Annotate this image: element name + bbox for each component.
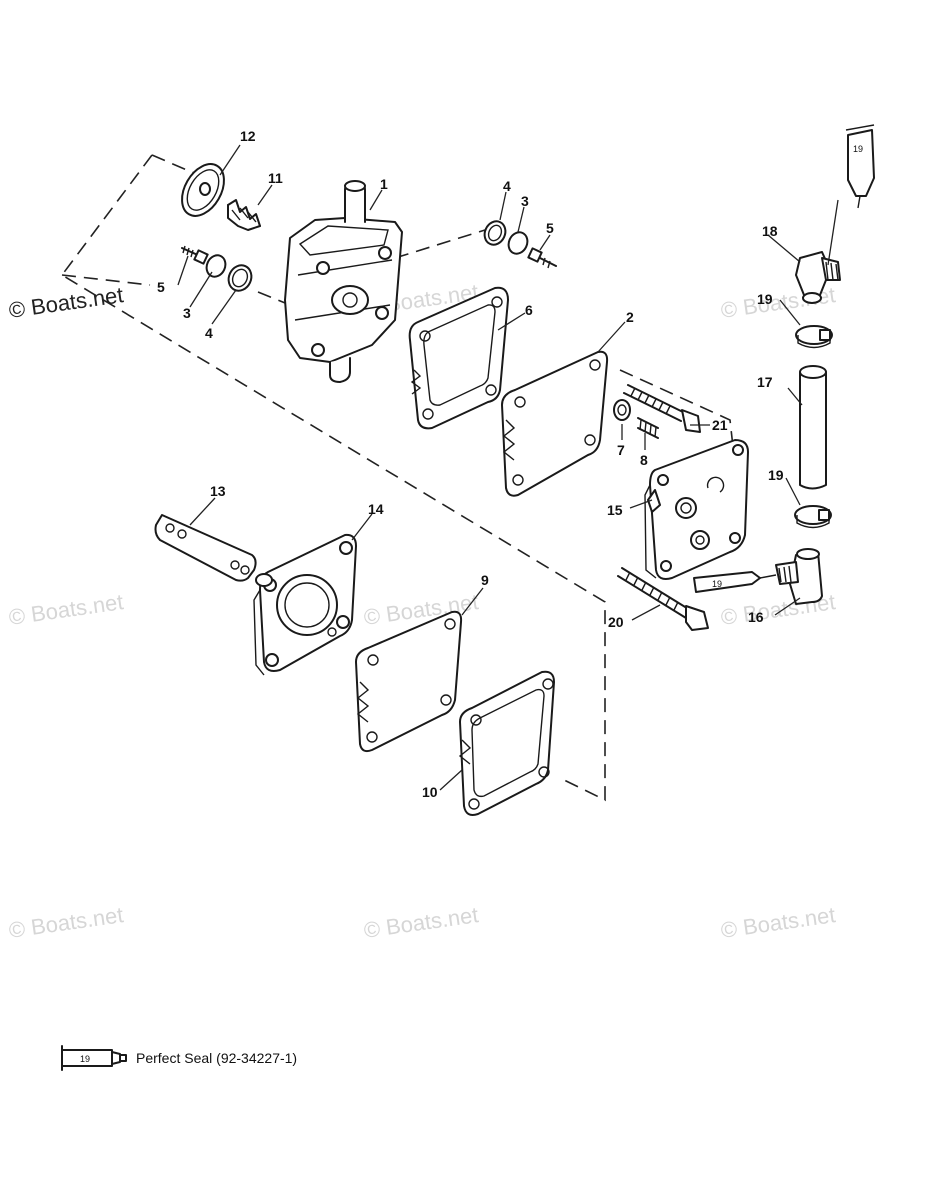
callout-5: 5 [157, 279, 165, 295]
part-19-clamp-bottom [794, 505, 832, 529]
callout-17: 17 [757, 374, 773, 390]
part-18-elbow [795, 251, 841, 304]
leader-lines [177, 144, 839, 791]
part-5-screw-left [181, 245, 209, 265]
part-19-sealant-tube-small: 19 [693, 571, 777, 593]
callout-11: 11 [268, 170, 283, 186]
part-4-screen-left [227, 264, 253, 292]
callout-4: 4 [503, 178, 511, 194]
part-13-strip [154, 514, 257, 582]
callout-6: 6 [525, 302, 533, 318]
part-7-ring [613, 399, 631, 421]
callout-numbers: 12 11 1 4 3 5 5 3 4 6 2 18 19 17 21 7 8 … [157, 128, 784, 800]
part-6-gasket [408, 286, 509, 430]
watermark: © Boats.net [719, 902, 837, 943]
part-14-base [253, 533, 357, 676]
callout-13: 13 [210, 483, 226, 499]
part-21-bolt [623, 384, 701, 433]
callout-20: 20 [608, 614, 624, 630]
part-3-washer-right [507, 231, 529, 255]
callout-8: 8 [640, 452, 648, 468]
tube-label: 19 [853, 144, 863, 154]
watermark: © Boats.net [362, 902, 480, 943]
callout-16: 16 [748, 609, 764, 625]
callout-3: 3 [521, 193, 529, 209]
callout-19: 19 [768, 467, 784, 483]
part-3-washer-left [205, 254, 227, 278]
callout-19: 19 [757, 291, 773, 307]
part-19-clamp-top [795, 325, 833, 349]
callout-21: 21 [712, 417, 728, 433]
legend: 19 Perfect Seal (92-34227-1) [61, 1045, 297, 1071]
part-1-pump-body [284, 180, 403, 383]
callout-9: 9 [481, 572, 489, 588]
callout-18: 18 [762, 223, 778, 239]
part-10-gasket [458, 670, 555, 816]
callout-5: 5 [546, 220, 554, 236]
callout-15: 15 [607, 502, 623, 518]
callout-7: 7 [617, 442, 625, 458]
part-9-diaphragm [355, 610, 463, 753]
callout-4: 4 [205, 325, 213, 341]
part-16-elbow [775, 548, 823, 605]
callout-3: 3 [183, 305, 191, 321]
watermark: © Boats.net [362, 589, 480, 630]
part-15-cover [644, 439, 749, 580]
part-11-spring [227, 199, 261, 231]
watermark: © Boats.net [7, 902, 125, 943]
part-12-diaphragm [181, 163, 225, 217]
callout-12: 12 [240, 128, 256, 144]
part-20-bolt [617, 567, 709, 631]
part-19-sealant-tube-large: 19 [845, 124, 875, 209]
watermark: © Boats.net [7, 589, 125, 630]
callout-2: 2 [626, 309, 634, 325]
part-8-spring [637, 417, 659, 439]
part-5-screw-right [527, 247, 557, 269]
part-2-diaphragm-sheet [501, 350, 609, 497]
tube-label: 19 [712, 579, 722, 589]
part-17-hose [799, 365, 827, 490]
callout-10: 10 [422, 784, 438, 800]
callout-1: 1 [380, 176, 388, 192]
legend-tube-number: 19 [80, 1054, 90, 1064]
legend-text: Perfect Seal (92-34227-1) [136, 1050, 297, 1066]
part-4-screen-right [483, 220, 507, 246]
callout-14: 14 [368, 501, 384, 517]
